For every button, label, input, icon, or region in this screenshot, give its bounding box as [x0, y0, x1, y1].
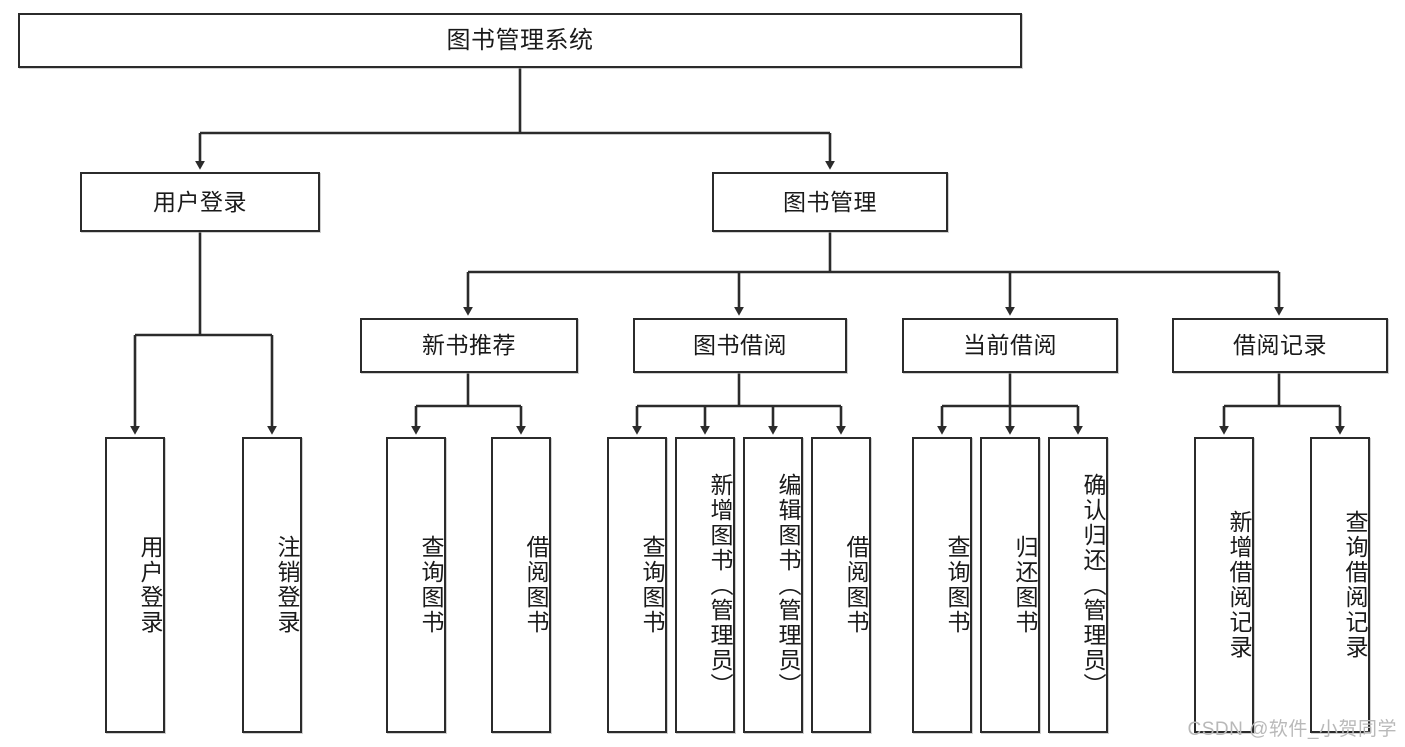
node-leaf-borrow-book-recommend[interactable]: 借阅图书: [491, 437, 551, 733]
node-book-borrow[interactable]: 图书借阅: [633, 318, 847, 373]
node-book-manage[interactable]: 图书管理: [712, 172, 948, 232]
node-label: 借阅记录: [1233, 332, 1327, 359]
node-label: 新增借阅记录: [1226, 510, 1252, 660]
node-label: 查询图书: [639, 535, 665, 635]
node-label: 用户登录: [137, 535, 163, 635]
node-label: 查询借阅记录: [1342, 510, 1368, 660]
node-label: 查询图书: [944, 535, 970, 635]
node-leaf-query-book-borrow[interactable]: 查询图书: [607, 437, 667, 733]
node-leaf-return-book[interactable]: 归还图书: [980, 437, 1040, 733]
node-leaf-query-book-recommend[interactable]: 查询图书: [386, 437, 446, 733]
node-new-book-recommend[interactable]: 新书推荐: [360, 318, 578, 373]
node-label: 确认归还（管理员）: [1080, 472, 1106, 698]
node-label: 借阅图书: [523, 535, 549, 635]
node-label: 当前借阅: [963, 332, 1057, 359]
node-leaf-user-logout[interactable]: 注销登录: [242, 437, 302, 733]
node-leaf-borrow-book[interactable]: 借阅图书: [811, 437, 871, 733]
node-leaf-query-borrow-record[interactable]: 查询借阅记录: [1310, 437, 1370, 733]
node-label: 图书管理系统: [446, 26, 594, 54]
node-current-borrow[interactable]: 当前借阅: [902, 318, 1118, 373]
node-leaf-confirm-return[interactable]: 确认归还（管理员）: [1048, 437, 1108, 733]
csdn-watermark: CSDN @软件_小贺同学: [1187, 719, 1397, 740]
node-label: 图书管理: [783, 188, 877, 215]
node-borrow-record[interactable]: 借阅记录: [1172, 318, 1388, 373]
node-label: 用户登录: [153, 188, 247, 215]
node-leaf-query-book-current[interactable]: 查询图书: [912, 437, 972, 733]
node-leaf-add-borrow-record[interactable]: 新增借阅记录: [1194, 437, 1254, 733]
node-label: 新书推荐: [422, 332, 516, 359]
node-leaf-user-login[interactable]: 用户登录: [105, 437, 165, 733]
node-label: 注销登录: [274, 535, 300, 635]
node-label: 查询图书: [418, 535, 444, 635]
node-label: 归还图书: [1012, 535, 1038, 635]
node-label: 借阅图书: [843, 535, 869, 635]
node-leaf-add-book[interactable]: 新增图书（管理员）: [675, 437, 735, 733]
node-leaf-edit-book[interactable]: 编辑图书（管理员）: [743, 437, 803, 733]
node-user-login[interactable]: 用户登录: [80, 172, 320, 232]
node-root-book-management-system[interactable]: 图书管理系统: [18, 13, 1022, 68]
node-label: 图书借阅: [693, 332, 787, 359]
node-label: 编辑图书（管理员）: [775, 472, 801, 698]
node-label: 新增图书（管理员）: [707, 472, 733, 698]
